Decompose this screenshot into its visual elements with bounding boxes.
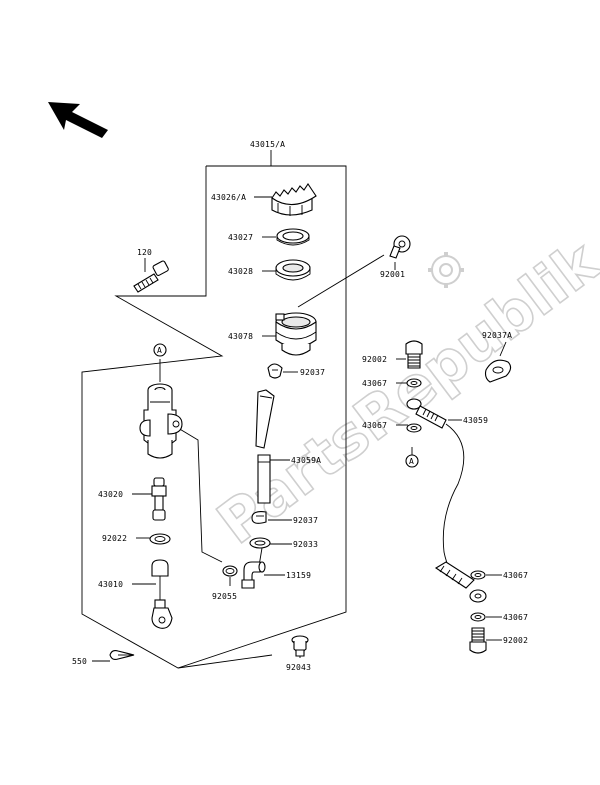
label-43028: 43028 (228, 267, 253, 276)
svg-text:A: A (409, 457, 414, 466)
hose-43059A (255, 389, 275, 504)
label-43067-a: 43067 (362, 379, 387, 388)
label-92033: 92033 (293, 540, 318, 549)
washer-43067-c (470, 570, 486, 580)
label-550: 550 (72, 657, 87, 666)
label-43067-b: 43067 (362, 421, 387, 430)
label-43067-d: 43067 (503, 613, 528, 622)
piston-43020 (151, 477, 167, 521)
bolt-92001 (389, 235, 411, 259)
reservoir-body (275, 312, 317, 356)
label-43015A: 43015/A (250, 140, 285, 149)
label-92022: 92022 (102, 534, 127, 543)
reservoir-plate (276, 228, 310, 246)
reservoir-diaphragm (275, 259, 311, 281)
clamp-92037-top (267, 363, 283, 379)
assembly-frame (81, 150, 347, 669)
direction-arrow-icon (48, 102, 108, 138)
gear-watermark-icon (428, 252, 464, 288)
svg-text:A: A (157, 346, 162, 355)
label-92037-top: 92037 (300, 368, 325, 377)
bolt-92002-bottom (469, 627, 487, 654)
label-43059A: 43059A (291, 456, 321, 465)
brake-hose-43059 (406, 398, 487, 603)
label-120: 120 (137, 248, 152, 257)
label-43020: 43020 (98, 490, 123, 499)
label-92002-top: 92002 (362, 355, 387, 364)
label-92037-bottom: 92037 (293, 516, 318, 525)
label-13159: 13159 (286, 571, 311, 580)
label-43010: 43010 (98, 580, 123, 589)
bolt-92002-top (405, 340, 423, 369)
clamp-92037A (484, 359, 512, 383)
label-43059: 43059 (463, 416, 488, 425)
ring-92022 (149, 533, 171, 545)
fitting-13159 (241, 561, 266, 589)
reservoir-cap (271, 183, 317, 216)
ring-92033 (249, 537, 271, 549)
label-92043: 92043 (286, 663, 311, 672)
oring-92055 (222, 565, 238, 577)
clamp-92037-bottom (251, 511, 267, 524)
label-43026A: 43026/A (211, 193, 246, 202)
bolt-120 (133, 260, 169, 293)
cotter-pin-550 (109, 649, 135, 661)
label-92037A: 92037A (482, 331, 512, 340)
washer-43067-d (470, 612, 486, 622)
label-92001: 92001 (380, 270, 405, 279)
pushrod-43010 (151, 559, 173, 629)
washer-43067-a (406, 378, 422, 388)
washer-43067-b (406, 423, 422, 433)
marker-a-bottom: A (405, 454, 419, 468)
label-43078: 43078 (228, 332, 253, 341)
label-92002-bottom: 92002 (503, 636, 528, 645)
label-92055: 92055 (212, 592, 237, 601)
pin-92043 (291, 635, 309, 657)
marker-a-top: A (153, 343, 167, 357)
leader-lines (92, 196, 507, 662)
label-43067-c: 43067 (503, 571, 528, 580)
master-cylinder-body (139, 383, 183, 459)
label-43027: 43027 (228, 233, 253, 242)
part-labels: 43015/A 43026/A 43027 43028 120 92001 43… (72, 140, 528, 672)
